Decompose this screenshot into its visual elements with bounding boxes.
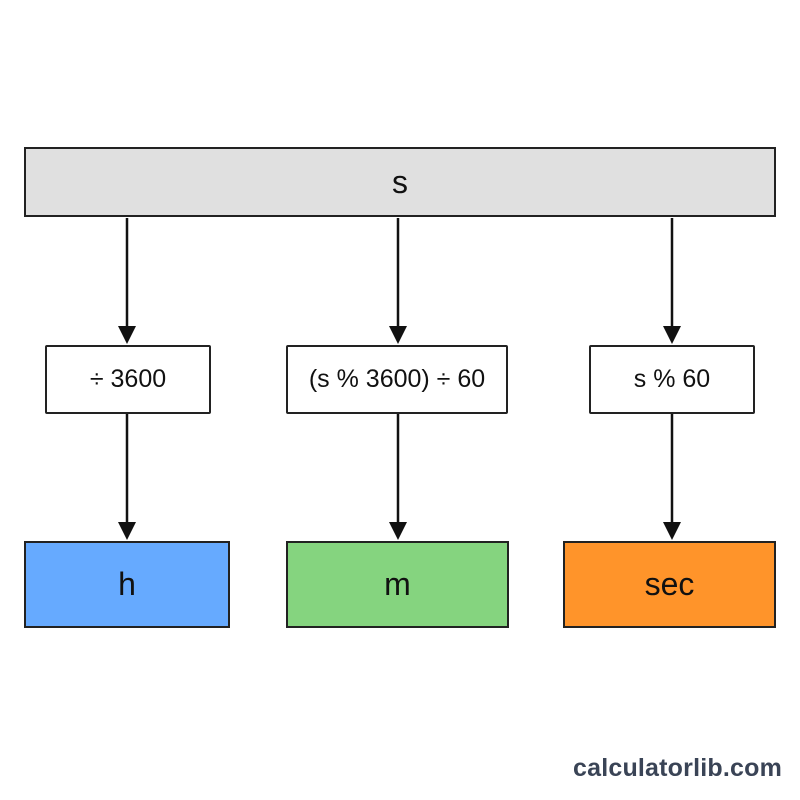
output-node-sec: sec [563, 541, 776, 628]
arrowhead-seconds-op-to-sec [663, 522, 681, 540]
watermark-text: calculatorlib.com [572, 754, 782, 782]
output-label-m: m [384, 566, 411, 602]
operation-node-hours: ÷ 3600 [45, 345, 211, 414]
output-node-m: m [286, 541, 509, 628]
operation-label-seconds: s % 60 [633, 365, 711, 393]
operation-node-minutes: (s % 3600) ÷ 60 [286, 345, 508, 414]
operation-label-hours: ÷ 3600 [89, 365, 167, 393]
output-label-h: h [118, 566, 136, 602]
output-label-sec: sec [644, 566, 695, 602]
arrowhead-input-to-minutes-op [389, 326, 407, 344]
output-node-h: h [24, 541, 230, 628]
operation-node-seconds: s % 60 [589, 345, 755, 414]
operation-label-minutes: (s % 3600) ÷ 60 [308, 365, 486, 393]
arrowhead-input-to-seconds-op [663, 326, 681, 344]
arrowhead-input-to-hours-op [118, 326, 136, 344]
arrowhead-hours-op-to-h [118, 522, 136, 540]
input-node-label: s [392, 163, 408, 200]
input-node-s: s [24, 147, 776, 217]
arrowhead-minutes-op-to-m [389, 522, 407, 540]
